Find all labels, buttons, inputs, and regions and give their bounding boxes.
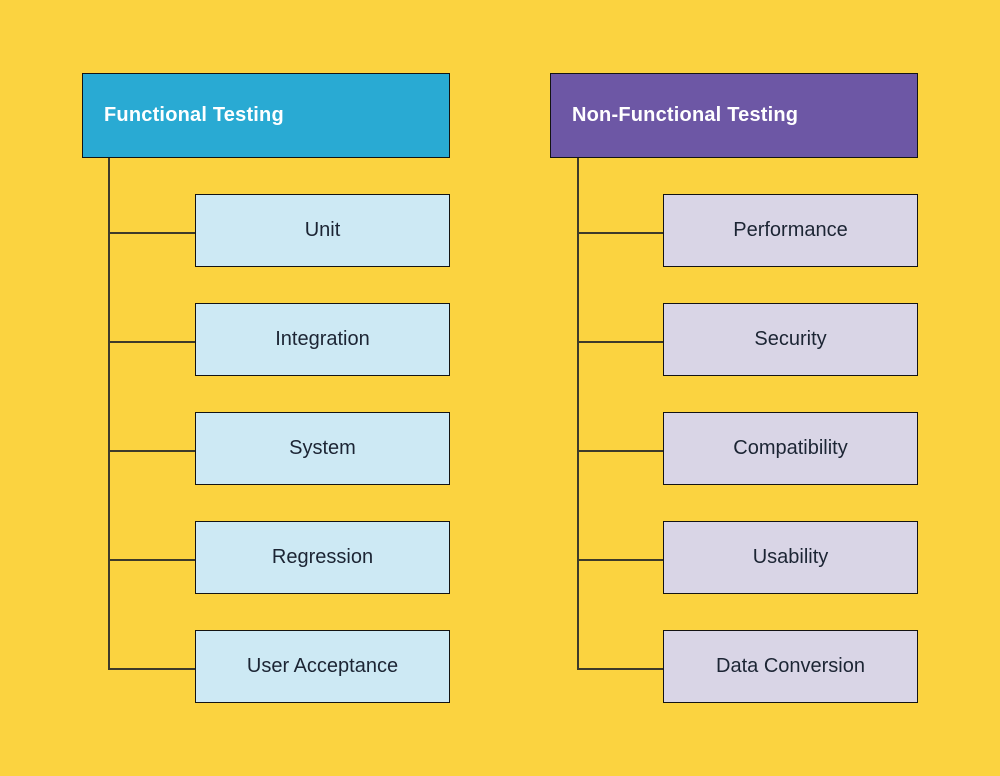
node-compatibility: Compatibility <box>663 412 918 485</box>
node-usability: Usability <box>663 521 918 594</box>
node-user-acceptance: User Acceptance <box>195 630 450 703</box>
node-system: System <box>195 412 450 485</box>
connector-line-performance <box>577 232 664 234</box>
functional-trunk-connector-line <box>108 158 110 670</box>
connector-line-regression <box>108 559 196 561</box>
connector-line-system <box>108 450 196 452</box>
node-security: Security <box>663 303 918 376</box>
node-integration: Integration <box>195 303 450 376</box>
nonfunctional-testing-header: Non-Functional Testing <box>550 73 918 158</box>
nonfunctional-trunk-connector-line <box>577 158 579 670</box>
node-unit: Unit <box>195 194 450 267</box>
node-performance: Performance <box>663 194 918 267</box>
connector-line-usability <box>577 559 664 561</box>
node-data-conversion: Data Conversion <box>663 630 918 703</box>
connector-line-compatibility <box>577 450 664 452</box>
functional-testing-header: Functional Testing <box>82 73 450 158</box>
connector-line-unit <box>108 232 196 234</box>
node-regression: Regression <box>195 521 450 594</box>
connector-line-security <box>577 341 664 343</box>
connector-line-user-acceptance <box>108 668 196 670</box>
connector-line-data-conversion <box>577 668 664 670</box>
connector-line-integration <box>108 341 196 343</box>
